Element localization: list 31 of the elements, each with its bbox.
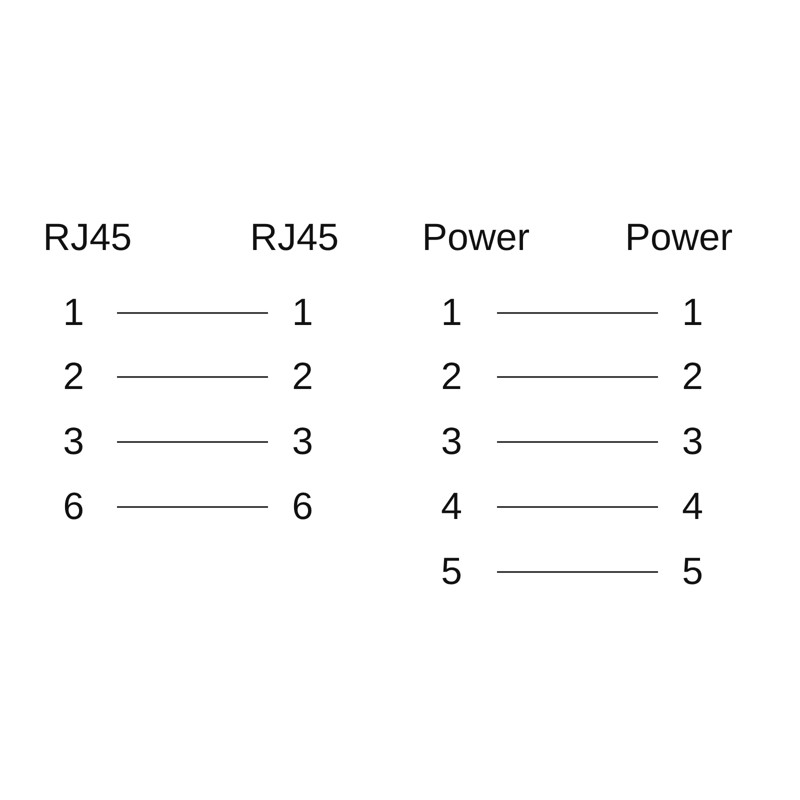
pin-number: 2: [60, 355, 117, 399]
pin-number: 3: [60, 420, 117, 464]
pin-number: 4: [438, 485, 497, 529]
pin-number: 6: [60, 485, 117, 529]
connector-heading: RJ45: [43, 216, 132, 260]
wire-line: [497, 506, 658, 508]
wire-line: [117, 441, 268, 443]
connector-heading: RJ45: [250, 216, 339, 260]
connector-heading: Power: [625, 216, 733, 260]
pin-number: 2: [658, 355, 716, 399]
connector-heading: Power: [422, 216, 530, 260]
wire-line: [117, 312, 268, 314]
wire-line: [497, 312, 658, 314]
pin-number: 1: [658, 291, 716, 335]
pin-number: 1: [438, 291, 497, 335]
pin-number: 2: [268, 355, 322, 399]
pin-number: 1: [60, 291, 117, 335]
pin-number: 3: [658, 420, 716, 464]
pin-number: 6: [268, 485, 322, 529]
pin-number: 3: [438, 420, 497, 464]
wire-line: [497, 571, 658, 573]
wire-line: [117, 376, 268, 378]
pin-number: 4: [658, 485, 716, 529]
pin-number: 1: [268, 291, 322, 335]
pin-number: 5: [438, 550, 497, 594]
pin-number: 3: [268, 420, 322, 464]
pin-number: 2: [438, 355, 497, 399]
wire-line: [497, 441, 658, 443]
pin-number: 5: [658, 550, 716, 594]
wire-line: [497, 376, 658, 378]
wire-line: [117, 506, 268, 508]
